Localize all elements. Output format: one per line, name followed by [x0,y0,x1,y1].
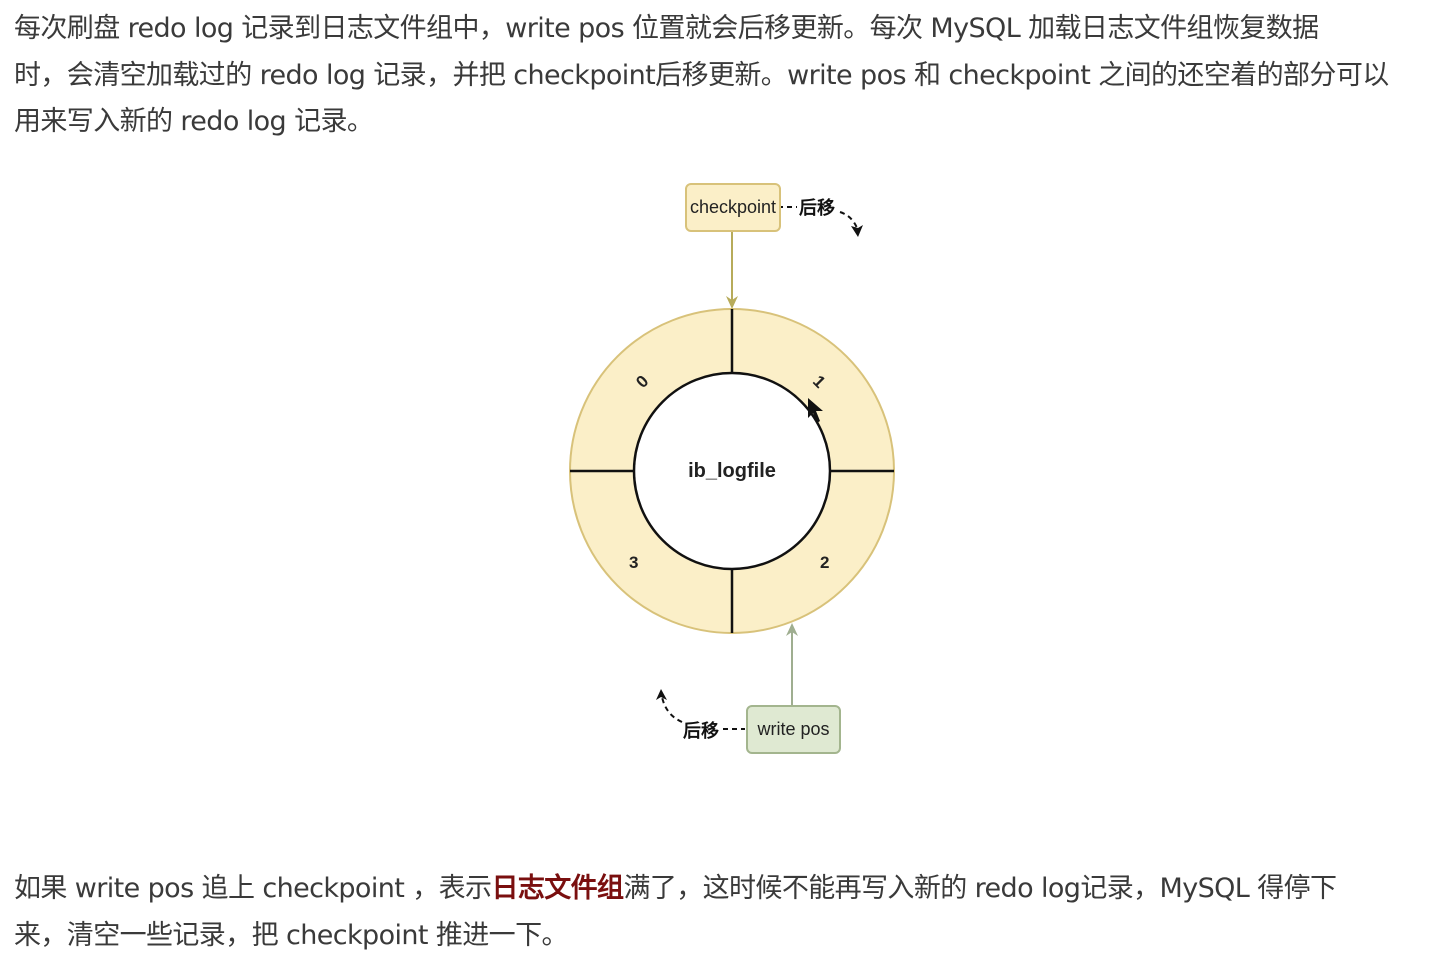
checkpoint-move-label: 后移 [799,198,835,218]
highlighted-term: 日志文件组 [491,873,624,904]
conclusion-text-before: 如果 write pos 追上 checkpoint ，表示 [14,873,492,904]
segment-label-3: 3 [629,553,639,572]
intro-line-2: 时，会清空加载过的 redo log 记录，并把 checkpoint后移更新。… [14,59,1389,91]
write-pos-box: write pos [746,705,841,754]
redo-log-ring-diagram: checkpoint 后移 write pos 后移 ib_logfile 0 … [560,170,920,770]
write-pos-move-label: 后移 [683,721,719,741]
checkpoint-box: checkpoint [685,183,781,232]
conclusion-paragraph: 如果 write pos 追上 checkpoint ，表示日志文件组满了，这时… [14,866,1444,959]
conclusion-line-2: 来，清空一些记录，把 checkpoint 推进一下。 [14,919,568,951]
mouse-cursor-icon [808,398,823,423]
intro-paragraph: 每次刷盘 redo log 记录到日志文件组中，write pos 位置就会后移… [14,6,1444,146]
segment-label-2: 2 [820,553,830,572]
conclusion-text-after: 满了，这时候不能再写入新的 redo log记录，MySQL 得停下 [623,873,1337,904]
ring-graphic [569,206,895,730]
intro-line-3: 用来写入新的 redo log 记录。 [14,106,374,137]
conclusion-line-1: 如果 write pos 追上 checkpoint ，表示日志文件组满了，这时… [14,866,1444,913]
intro-line-1: 每次刷盘 redo log 记录到日志文件组中，write pos 位置就会后移… [14,13,1319,44]
ring-center-label: ib_logfile [688,460,776,482]
